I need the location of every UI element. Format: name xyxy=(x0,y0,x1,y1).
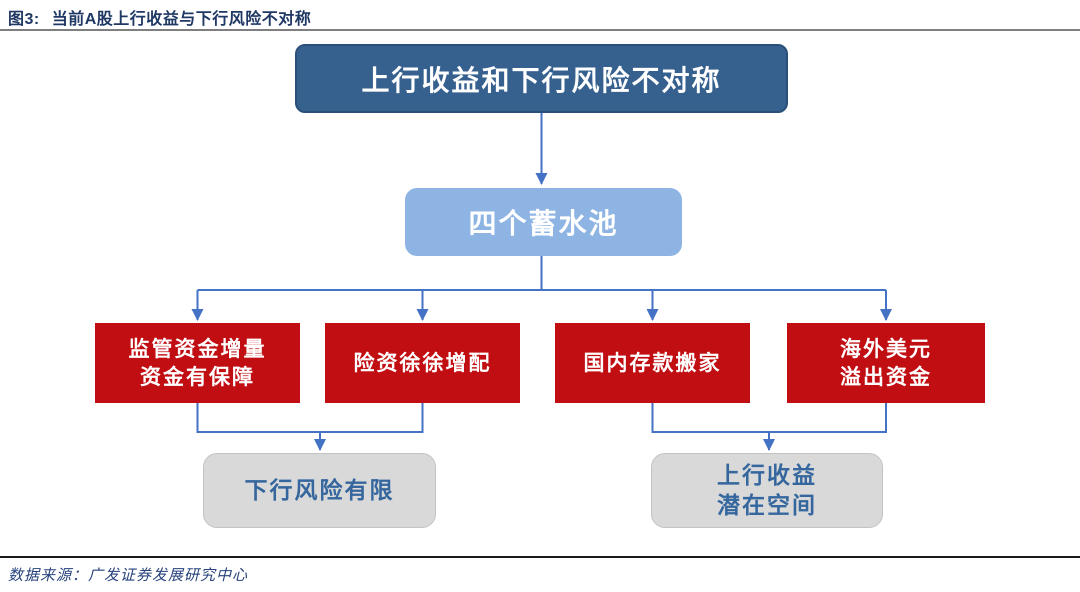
connector-merge-left xyxy=(196,403,424,433)
node-root: 上行收益和下行风险不对称 xyxy=(295,44,788,113)
figure-label: 图3: xyxy=(8,11,40,28)
node-outcome-downside-limited: 下行风险有限 xyxy=(203,453,436,528)
node-source-overseas-dollar: 海外美元 溢出资金 xyxy=(787,323,985,403)
node-hub: 四个蓄水池 xyxy=(405,188,682,256)
node-source-regulatory-funds: 监管资金增量 资金有保障 xyxy=(95,323,300,403)
node-outcome-upside-potential: 上行收益 潜在空间 xyxy=(651,453,883,528)
figure-header: 图3: 当前A股上行收益与下行风险不对称 xyxy=(8,5,311,29)
header-divider xyxy=(0,29,1080,31)
connector-hub-bus xyxy=(197,256,886,291)
node-source-domestic-deposits: 国内存款搬家 xyxy=(555,323,750,403)
node-source-insurance-funds: 险资徐徐增配 xyxy=(325,323,520,403)
data-source-note: 数据来源：广发证券发展研究中心 xyxy=(8,566,249,584)
figure-title: 当前A股上行收益与下行风险不对称 xyxy=(51,11,312,28)
connector-merge-right xyxy=(651,403,887,433)
footer-divider xyxy=(0,556,1080,558)
